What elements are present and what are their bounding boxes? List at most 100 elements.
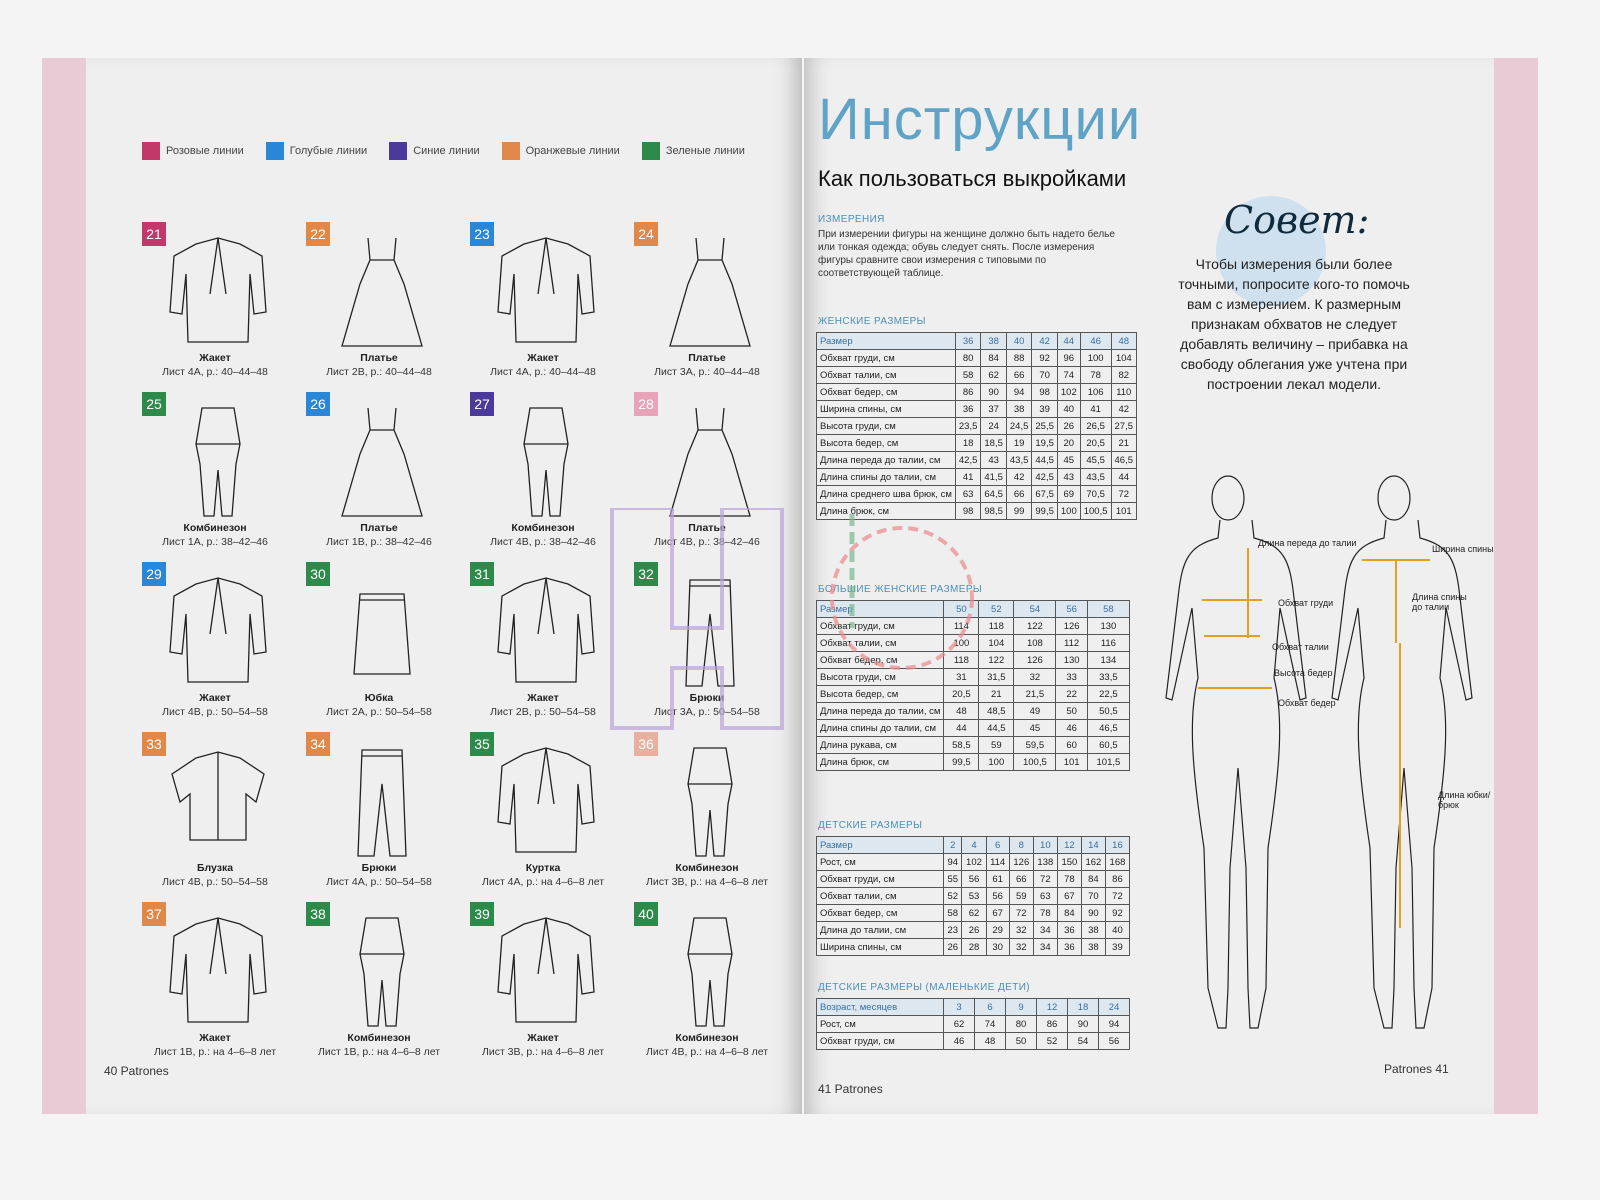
table-header-cell: 18 <box>1067 998 1099 1016</box>
table-row-label: Длина брюк, см <box>815 753 945 771</box>
legend-swatch <box>389 142 408 160</box>
table-cell: 44 <box>1110 468 1138 486</box>
label-back-width: Ширина спины <box>1432 544 1494 554</box>
table-cell: 134 <box>1086 651 1131 669</box>
table-cell: 22 <box>1055 685 1088 703</box>
table-row-label: Длина спины до талии, см <box>816 468 956 486</box>
table-cell: 92 <box>1104 904 1131 922</box>
blouse-icon <box>171 751 265 841</box>
table-cell: 126 <box>1008 853 1034 871</box>
table-cell: 94 <box>942 853 963 871</box>
label-front-length: Длина переда до талии <box>1258 538 1357 548</box>
table-header-cell: Размер <box>815 600 945 618</box>
table-header-cell: 38 <box>980 332 1007 350</box>
garment-name: Платье <box>688 352 726 364</box>
tip-text: Чтобы измерения были более точными, попр… <box>1178 256 1410 392</box>
table-cell: 168 <box>1104 853 1131 871</box>
jacket-icon <box>497 917 595 1023</box>
garment-name: Комбинезон <box>347 1032 411 1044</box>
table-cell: 72 <box>1110 485 1138 503</box>
tip-title: Совет: <box>1224 198 1370 242</box>
table-cell: 28 <box>961 938 987 956</box>
table-cell: 96 <box>1056 349 1081 367</box>
table-cell: 55 <box>942 870 963 888</box>
table-cell: 99,5 <box>943 753 980 771</box>
garment-name: Брюки <box>689 692 725 704</box>
garment-sheet-sizes: Лист 3В, р.: на 4–6–8 лет <box>481 1046 605 1058</box>
table-header-cell: 50 <box>943 600 980 618</box>
table-row-label: Высота груди, см <box>815 668 945 686</box>
table-cell: 102 <box>961 853 987 871</box>
table-header-cell: 12 <box>1036 998 1068 1016</box>
table-cell: 23,5 <box>954 417 982 435</box>
table-header-cell: 56 <box>1055 600 1088 618</box>
table-cell: 36 <box>954 400 982 418</box>
table-cell: 58 <box>954 366 982 384</box>
table-header-cell: 10 <box>1032 836 1058 854</box>
table-cell: 27,5 <box>1110 417 1138 435</box>
table-cell: 92 <box>1031 349 1058 367</box>
table-cell: 62 <box>961 904 987 922</box>
table-cell: 118 <box>978 617 1015 635</box>
table-header-cell: 48 <box>1110 332 1138 350</box>
table-cell: 38 <box>1080 921 1106 939</box>
table-cell: 58 <box>942 904 963 922</box>
table-cell: 80 <box>954 349 982 367</box>
table-row-label: Обхват груди, см <box>816 349 956 367</box>
table-row-label: Высота груди, см <box>816 417 956 435</box>
table-cell: 78 <box>1056 870 1082 888</box>
table-header-cell: Возраст, месяцев <box>816 998 944 1016</box>
table-cell: 39 <box>1031 400 1058 418</box>
table-cell: 20,5 <box>1079 434 1112 452</box>
table-cell: 38 <box>1005 400 1033 418</box>
garment-sheet-sizes: Лист 1А, р.: 38–42–46 <box>162 536 268 548</box>
model-number-badge: 27 <box>470 392 494 416</box>
table-cell: 88 <box>1005 349 1033 367</box>
table-cell: 19,5 <box>1031 434 1058 452</box>
table-row-label: Обхват талии, см <box>816 887 944 905</box>
table-cell: 18 <box>954 434 982 452</box>
table-header-cell: 4 <box>961 836 987 854</box>
model-number-badge: 32 <box>634 562 658 586</box>
table-cell: 43,5 <box>1005 451 1033 469</box>
garment-sheet-sizes: Лист 1В, р.: на 4–6–8 лет <box>153 1046 277 1058</box>
model-number-badge: 28 <box>634 392 658 416</box>
table-cell: 42,5 <box>954 451 982 469</box>
table-cell: 48,5 <box>978 702 1015 720</box>
table-cell: 19 <box>1005 434 1033 452</box>
garment-name: Платье <box>360 522 398 534</box>
table-header-cell: 42 <box>1031 332 1058 350</box>
table-cell: 42 <box>1005 468 1033 486</box>
table-cell: 63 <box>1032 887 1058 905</box>
garment-sheet-sizes: Лист 4А, р.: 50–54–58 <box>326 876 432 888</box>
table-cell: 67 <box>1056 887 1082 905</box>
table-cell: 72 <box>1032 870 1058 888</box>
table-cell: 74 <box>1056 366 1081 384</box>
table-title: ДЕТСКИЕ РАЗМЕРЫ (МАЛЕНЬКИЕ ДЕТИ) <box>818 982 1031 993</box>
table-cell: 46,5 <box>1110 451 1138 469</box>
garment-name: Комбинезон <box>675 862 739 874</box>
table-cell: 32 <box>1008 938 1034 956</box>
table-cell: 112 <box>1055 634 1088 652</box>
model-number-badge: 24 <box>634 222 658 246</box>
skirt-icon <box>353 593 411 675</box>
table-cell: 58,5 <box>943 736 980 754</box>
model-number-badge: 23 <box>470 222 494 246</box>
table-cell: 34 <box>1032 921 1058 939</box>
table-row-label: Длина переда до талии, см <box>816 451 956 469</box>
table-cell: 104 <box>1110 349 1138 367</box>
table-header-cell: Размер <box>816 836 944 854</box>
table-cell: 106 <box>1079 383 1112 401</box>
garment-name: Юбка <box>364 692 394 704</box>
